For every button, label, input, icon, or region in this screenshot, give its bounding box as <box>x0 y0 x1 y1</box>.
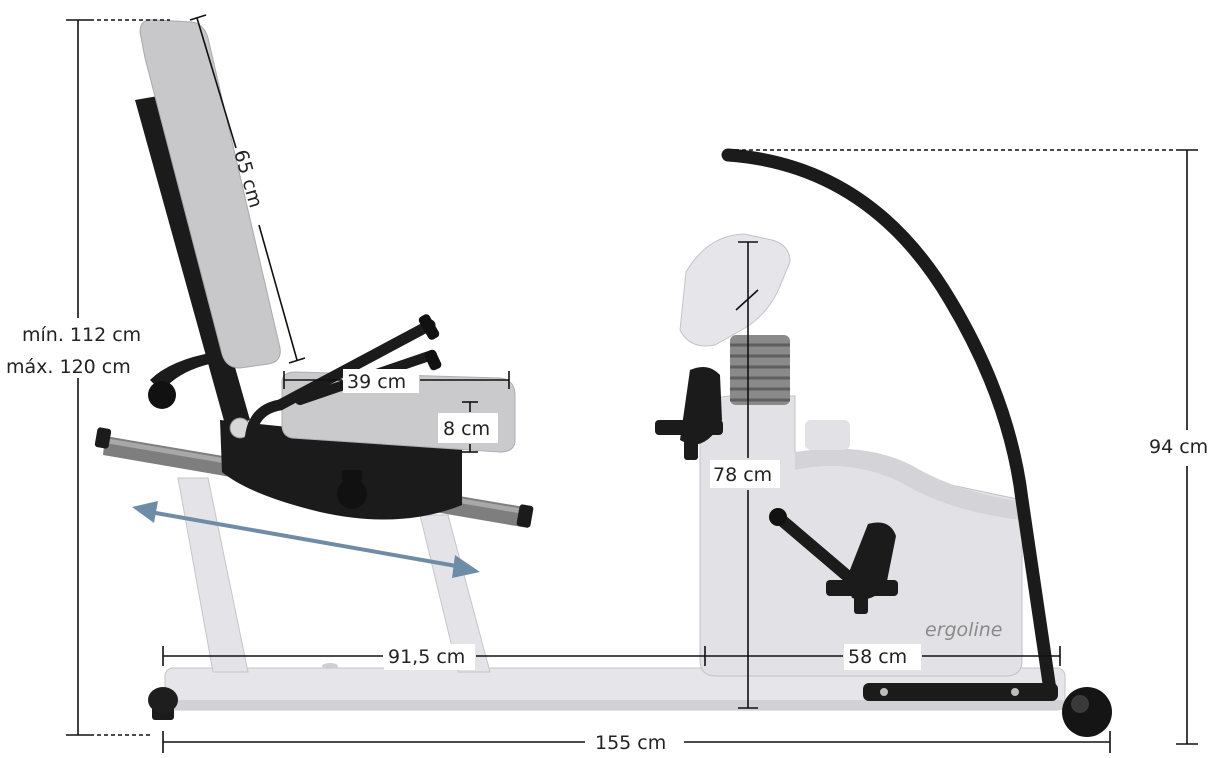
label-handlebar-height: 94 cm <box>1149 436 1208 458</box>
handlebar <box>721 148 1058 701</box>
label-seat-to-pedal: 91,5 cm <box>388 646 465 668</box>
label-seat-length: 39 cm <box>347 371 406 393</box>
console-bellows <box>730 335 790 405</box>
label-seat-thickness: 8 cm <box>443 418 490 440</box>
pedal-assembly <box>655 366 898 614</box>
label-total-length: 155 cm <box>595 732 666 754</box>
seat-adjustment-arrow <box>132 501 480 578</box>
seat-support-legs <box>177 477 491 673</box>
seat-assembly <box>135 19 516 520</box>
ergometer-body <box>679 233 1023 677</box>
label-height-max: máx. 120 cm <box>6 356 131 378</box>
label-height-min: mín. 112 cm <box>22 324 141 346</box>
base-frame <box>164 663 1066 711</box>
brand-logo: ergoline <box>925 619 1002 641</box>
front-foot <box>148 687 178 720</box>
dimension-lines <box>66 14 1198 753</box>
rear-wheel <box>1062 687 1112 737</box>
label-pedal-to-rear: 58 cm <box>848 646 907 668</box>
label-console-height: 78 cm <box>713 464 772 486</box>
dimension-labels: mín. 112 cm máx. 120 cm 65 cm 39 cm 8 cm… <box>6 147 1218 756</box>
